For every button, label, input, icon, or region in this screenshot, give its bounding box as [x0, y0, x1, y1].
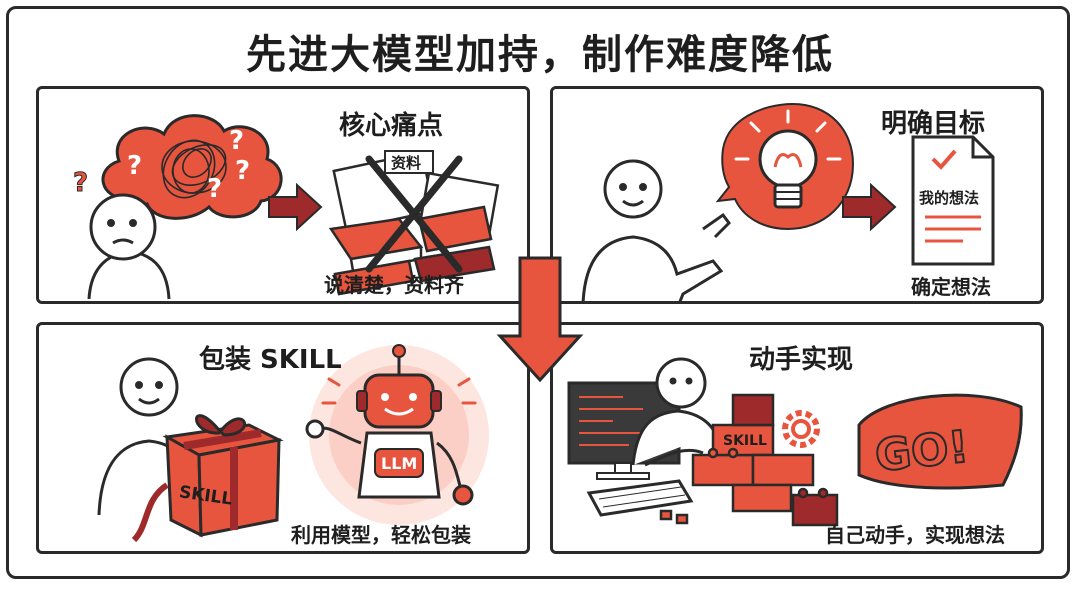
keyboard-icon — [586, 479, 694, 517]
page-title: 先进大模型加持，制作难度降低 — [246, 32, 834, 78]
pain-point-illustration: ? ? ? ? ? 资料 — [73, 114, 500, 300]
brick-label: SKILL — [723, 433, 767, 449]
doc-label-text: 我的想法 — [919, 189, 979, 207]
svg-text:?: ? — [229, 126, 244, 156]
goal-illustration: 我的想法 — [581, 102, 995, 301]
go-text: GO! — [873, 421, 971, 482]
arrow-right-icon — [268, 182, 323, 232]
svg-text:?: ? — [207, 174, 222, 204]
panel-title-pain-point: 核心痛点 — [339, 111, 444, 141]
build-illustration: SKILL GO! — [567, 357, 1023, 527]
caption-goal: 确定想法 — [911, 275, 991, 299]
document-icon — [911, 135, 995, 266]
caption-package: 利用模型，轻松包装 — [291, 523, 471, 547]
svg-text:?: ? — [235, 156, 250, 186]
go-sign-icon — [857, 393, 1023, 490]
lightbulb-icon — [715, 102, 855, 231]
svg-text:?: ? — [127, 151, 142, 181]
gift-box-icon — [131, 414, 284, 543]
panel-goal: 我的想法 明确目标 确定想法 — [550, 86, 1044, 304]
panel-title-build: 动手实现 — [749, 345, 854, 375]
panel-title-goal: 明确目标 — [881, 109, 986, 139]
caption-build: 自己动手，实现想法 — [825, 523, 1005, 547]
package-illustration: SKILL LLM — [97, 344, 489, 543]
panel-build: SKILL GO! 动手实现 自己动手，实现想法 — [550, 322, 1044, 554]
cross-mark-icon — [365, 155, 463, 273]
doc-label-text: 资料 — [391, 154, 421, 172]
gear-icon — [782, 410, 820, 448]
panel-package: SKILL LLM 包装 S — [36, 322, 530, 554]
robot-icon — [305, 344, 489, 525]
svg-text:?: ? — [73, 168, 88, 198]
question-mark-icons: ? ? ? ? ? — [73, 126, 251, 204]
panel-pain-point: ? ? ? ? ? 资料 — [36, 86, 530, 304]
arrow-right-icon — [842, 182, 897, 232]
building-blocks-icon — [659, 393, 839, 527]
pointing-person-icon — [581, 159, 731, 301]
person-icon — [631, 357, 739, 467]
panel-title-package: 包装 SKILL — [199, 345, 342, 375]
worried-person-icon — [87, 193, 171, 300]
caption-pain-point: 说清楚，资料齐 — [324, 273, 464, 297]
robot-label: LLM — [381, 454, 417, 473]
